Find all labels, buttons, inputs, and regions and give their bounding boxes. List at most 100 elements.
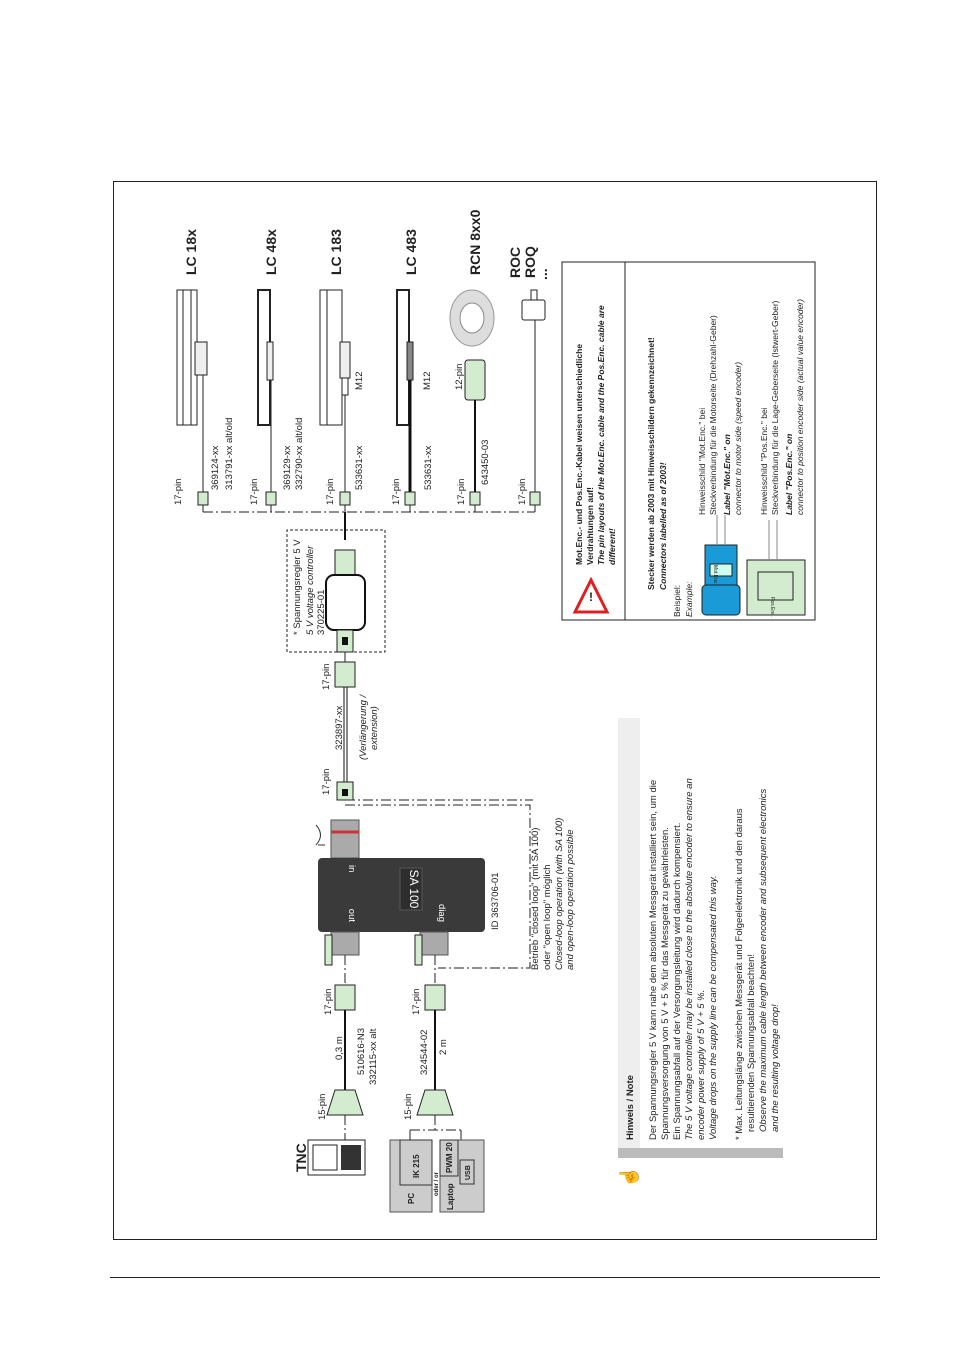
pin-label: 17-pin bbox=[391, 479, 402, 505]
part-number-old: 313791-xx alt/old bbox=[224, 418, 235, 490]
loop-note: Betrieb "closed loop" (mit SA 100) bbox=[530, 828, 541, 970]
note-line: Der Spannungsregler 5 V kann nahe dem ab… bbox=[648, 780, 659, 1140]
connector-17pin bbox=[469, 491, 481, 506]
note-line-en: encoder power supply of 5 V + 5 %. bbox=[696, 990, 707, 1140]
pin-label: 17-pin bbox=[173, 479, 184, 505]
pin-label: 15-pin bbox=[317, 1094, 328, 1120]
port-in: in bbox=[346, 865, 357, 872]
warning-text: Verdrahtungen auf! bbox=[585, 487, 595, 565]
encoder-name: LC 48x bbox=[263, 229, 279, 275]
note-footer-band bbox=[618, 1148, 783, 1158]
diag-cable bbox=[389, 955, 485, 1213]
wiring-diagram: LC 18x 17-pin 369124-xx 313791-xx alt/ol… bbox=[173, 209, 816, 1213]
voltage-controller bbox=[325, 549, 366, 662]
pin-label: 17-pin bbox=[517, 479, 528, 505]
connector-17pin bbox=[529, 491, 541, 506]
pin-label: 17-pin bbox=[321, 769, 332, 795]
sa100-id: ID 363706-01 bbox=[490, 872, 501, 930]
controller-label: * Spannungsregler 5 V bbox=[292, 539, 303, 635]
part-number: 369129-xx bbox=[282, 445, 293, 490]
m12-label: M12 bbox=[354, 372, 365, 390]
note-star-line: resultierenden Spannungsabfall beachten! bbox=[746, 954, 757, 1132]
port-diag: diag bbox=[436, 904, 447, 922]
ik215-label: IK 215 bbox=[412, 1154, 421, 1178]
encoder-name: LC 483 bbox=[403, 229, 419, 275]
part-number: 533631-xx bbox=[354, 445, 365, 490]
encoder-lc183 bbox=[319, 289, 351, 506]
loop-note: oder "open loop" möglich bbox=[542, 864, 553, 970]
warning-text-en: The pin layouts of the Mot.Enc. cable an… bbox=[596, 305, 606, 565]
mot-enc-text: Steckverbindung für die Motorseite (Dreh… bbox=[708, 315, 718, 515]
pin-label: 17-pin bbox=[456, 479, 467, 505]
tnc-cable bbox=[307, 955, 366, 1176]
pin-label: 17-pin bbox=[249, 479, 260, 505]
usb-box bbox=[459, 1159, 475, 1185]
tnc-label: TNC bbox=[293, 1143, 309, 1172]
diagram-frame bbox=[113, 181, 877, 1240]
m12-label: M12 bbox=[422, 372, 433, 390]
pin-label: 17-pin bbox=[321, 664, 332, 690]
part-number-old: 332790-xx alt/old bbox=[294, 418, 305, 490]
mot-enc-text-en: connector to motor side (speed encoder) bbox=[733, 362, 743, 515]
encoder-name: RCN 8xx0 bbox=[467, 209, 483, 275]
encoder-name-2: ROQ bbox=[522, 246, 538, 278]
pc-label: PC bbox=[407, 1193, 416, 1204]
encoder-name: LC 183 bbox=[328, 229, 344, 275]
warning-text: Mot.Enc.- und Pos.Enc.-Kabel weisen unte… bbox=[574, 344, 584, 565]
pin-label-12: 12-pin bbox=[454, 364, 465, 390]
note-title: Hinweis / Note bbox=[625, 1075, 636, 1140]
port-out: out bbox=[346, 909, 357, 923]
connector-heading-en: Connectors labelled as of 2003! bbox=[658, 462, 668, 590]
mot-enc-connector-image bbox=[701, 515, 741, 616]
rotated-diagram: LC 18x 17-pin 369124-xx 313791-xx alt/ol… bbox=[113, 181, 877, 1240]
connector-17pin bbox=[265, 491, 277, 506]
cable-part: 510616-N3 bbox=[356, 1028, 367, 1075]
pos-enc-tag: Pos.Enc. bbox=[769, 597, 775, 617]
extension-label-2: extension) bbox=[369, 706, 380, 750]
sa100-name: SA 100 bbox=[407, 870, 421, 909]
note-line: Spannungsversorgung von 5 V + 5 % für da… bbox=[660, 827, 671, 1140]
pin-label: 17-pin bbox=[323, 989, 334, 1015]
footer-rule bbox=[110, 1277, 880, 1278]
loop-note-en: Closed-loop operation (with SA 100) bbox=[554, 818, 565, 970]
connector-17pin bbox=[339, 491, 351, 506]
example-label: Beispiel: bbox=[672, 585, 682, 617]
or-label: oder / or bbox=[434, 1171, 440, 1196]
encoder-name: ROC bbox=[507, 247, 523, 278]
svg-text:!: ! bbox=[589, 590, 593, 604]
pwm20-label: PWM 20 bbox=[445, 1142, 454, 1173]
part-number: 369124-xx bbox=[210, 445, 221, 490]
pos-enc-text-en: connector to position encoder side (actu… bbox=[795, 299, 805, 515]
plug-y-icon bbox=[315, 824, 325, 846]
cable-part: 324544-02 bbox=[419, 1030, 430, 1075]
pos-enc-connector-image: Pos.Enc. bbox=[746, 520, 806, 617]
extension-part: 323897-xx bbox=[334, 705, 345, 750]
cable-length: 2 m bbox=[438, 1039, 449, 1055]
connector-17pin bbox=[404, 491, 416, 506]
warning-icon: ! bbox=[572, 576, 610, 614]
mot-enc-text: Hinweisschild "Mot.Enc." bei bbox=[697, 408, 707, 515]
ik215-box bbox=[399, 1139, 433, 1186]
part-number: 533631-xx bbox=[423, 445, 434, 490]
pos-enc-text-en: Label "Pos.Enc." on bbox=[784, 434, 794, 515]
note-star-line-en: and the resulting voltage drop! bbox=[770, 1004, 781, 1132]
voltage-controller-box bbox=[286, 529, 386, 653]
example-label-en: Example: bbox=[684, 581, 694, 617]
laptop-label: Laptop bbox=[446, 1183, 455, 1210]
note-star-line-en: Observe the maximum cable length between… bbox=[758, 788, 769, 1132]
encoder-rcn bbox=[449, 289, 495, 506]
sa100-unit bbox=[318, 819, 485, 966]
connector-heading: Stecker werden ab 2003 mit Hinweisschild… bbox=[646, 337, 656, 590]
cable-length: 0,3 m bbox=[334, 1036, 345, 1060]
pwm20-box bbox=[439, 1139, 459, 1177]
pin-label: 17-pin bbox=[411, 989, 422, 1015]
part-number: 643450-03 bbox=[480, 440, 491, 485]
encoder-lc483 bbox=[396, 289, 416, 506]
extension-label: (Verlängerung / bbox=[358, 694, 369, 760]
closed-loop-line bbox=[345, 799, 533, 969]
encoder-roc bbox=[521, 289, 546, 506]
cable-part-old: 332115-xx alt bbox=[368, 1028, 379, 1085]
mot-enc-text-en: Label "Mot.Enc." on bbox=[722, 434, 732, 515]
pin-label: 17-pin bbox=[325, 479, 336, 505]
more-encoders: ... bbox=[534, 268, 550, 280]
